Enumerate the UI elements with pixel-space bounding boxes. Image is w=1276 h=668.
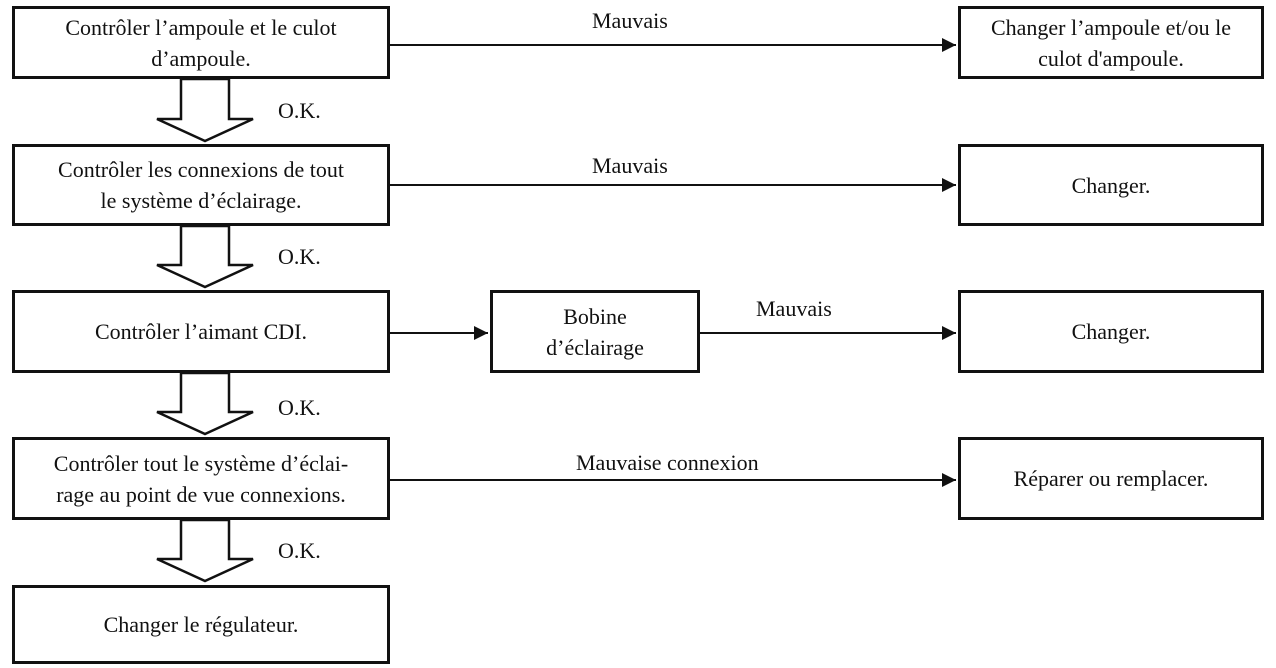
replace-bulb-line-2: culot d'ampoule.	[1038, 45, 1184, 71]
ok-label-4: O.K.	[278, 538, 321, 563]
check-full-system-line-1: Contrôler tout le système d’éclai-	[53, 450, 349, 476]
lighting-coil-line-2: d’éclairage	[546, 334, 644, 360]
change-box-1: Changer.	[958, 144, 1264, 226]
change-box-2: Changer.	[958, 290, 1264, 373]
change-regulator-box: Changer le régulateur.	[12, 585, 390, 664]
check-connections-line-1: Contrôler les connexions de tout	[58, 157, 344, 182]
ok-arrow-3	[156, 371, 254, 436]
check-bulb-line-2: d’ampoule.	[151, 45, 251, 71]
check-connections-line-2: le système d’éclairage.	[100, 188, 302, 213]
ok-label-1: O.K.	[278, 98, 321, 123]
check-bulb-line-1: Contrôler l’ampoule et le culot	[65, 14, 337, 40]
repair-replace-box: Réparer ou remplacer.	[958, 437, 1264, 520]
change-box-2-text: Changer.	[1071, 319, 1151, 344]
change-regulator-text: Changer le régulateur.	[103, 612, 299, 637]
fail-label-2: Mauvais	[592, 153, 668, 178]
ok-arrow-4	[156, 518, 254, 583]
ok-label-3: O.K.	[278, 395, 321, 420]
change-box-1-text: Changer.	[1071, 172, 1151, 198]
ok-label-2: O.K.	[278, 244, 321, 269]
fail-label-1: Mauvais	[592, 8, 668, 33]
lighting-coil-line-1: Bobine	[563, 303, 627, 329]
ok-arrow-1	[156, 77, 254, 143]
replace-bulb-box: Changer l’ampoule et/ou le culot d'ampou…	[958, 6, 1264, 79]
fail-label-4: Mauvaise connexion	[576, 450, 759, 475]
check-cdi-magnet-box: Contrôler l’aimant CDI.	[12, 290, 390, 373]
check-connections-box: Contrôler les connexions de tout le syst…	[12, 144, 390, 226]
repair-replace-text: Réparer ou remplacer.	[1013, 466, 1209, 491]
fail-label-3: Mauvais	[756, 296, 832, 321]
check-full-system-line-2: rage au point de vue connexions.	[56, 481, 346, 507]
check-cdi-magnet-text: Contrôler l’aimant CDI.	[94, 319, 307, 344]
check-full-system-box: Contrôler tout le système d’éclai- rage …	[12, 437, 390, 520]
replace-bulb-line-1: Changer l’ampoule et/ou le	[990, 14, 1232, 40]
ok-arrow-2	[156, 224, 254, 289]
lighting-coil-box: Bobine d’éclairage	[490, 290, 700, 373]
check-bulb-box: Contrôler l’ampoule et le culot d’ampoul…	[12, 6, 390, 79]
